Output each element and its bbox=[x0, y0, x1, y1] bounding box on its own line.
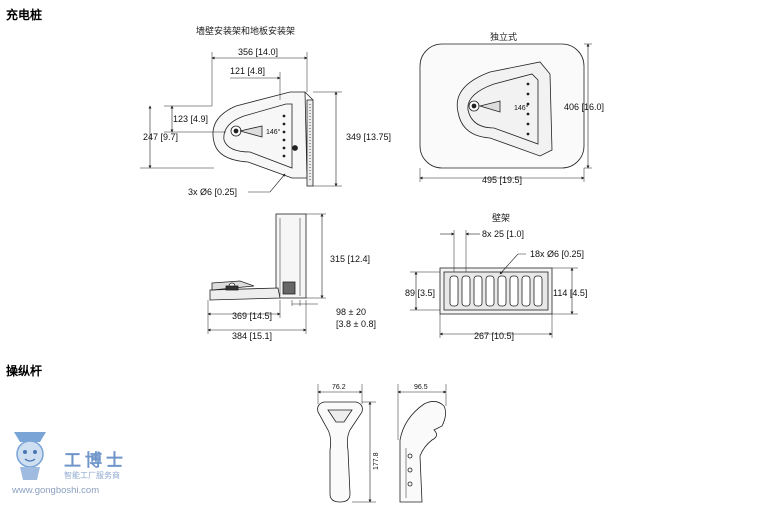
joystick-height-label: 177.8 bbox=[373, 452, 380, 470]
watermark-brand: 工博士 bbox=[64, 451, 127, 471]
angle-146-label-left: 146° bbox=[266, 128, 281, 136]
charger-standalone-drawing bbox=[419, 43, 592, 182]
dim-247-label: 247 [9.7] bbox=[143, 132, 178, 142]
dim-121-label: 121 [4.8] bbox=[230, 66, 265, 76]
dim-267-label: 267 [10.5] bbox=[474, 331, 514, 341]
dim-349-label: 349 [13.75] bbox=[346, 132, 391, 142]
dim-98-imperial-label: [3.8 ± 0.8] bbox=[336, 319, 376, 329]
dim-369-label: 369 [14.5] bbox=[232, 311, 272, 321]
section-title-charger: 充电桩 bbox=[6, 8, 43, 22]
watermark-mascot-logo bbox=[14, 432, 46, 480]
watermark-subtitle: 智能工厂服务商 bbox=[64, 471, 120, 480]
dim-89-label: 89 [3.5] bbox=[405, 288, 435, 298]
charger-wall-mount-drawing bbox=[140, 52, 342, 193]
holes-3x-label: 3x Ø6 [0.25] bbox=[188, 187, 237, 197]
dim-315-label: 315 [12.4] bbox=[330, 254, 370, 264]
dim-356-label: 356 [14.0] bbox=[238, 47, 278, 57]
dim-114-label: 114 [4.5] bbox=[553, 288, 587, 298]
joystick-front-drawing bbox=[317, 384, 376, 503]
joystick-side-drawing bbox=[397, 384, 447, 503]
caption-wall-floor-mount: 墙壁安装架和地板安装架 bbox=[196, 27, 296, 37]
caption-standalone: 独立式 bbox=[490, 33, 518, 43]
dim-98-label: 98 ± 20 bbox=[336, 307, 366, 317]
dim-495-label: 495 [19.5] bbox=[482, 175, 522, 185]
dim-406-label: 406 [16.0] bbox=[564, 102, 604, 112]
joystick-depth-label: 96.5 bbox=[414, 384, 428, 391]
charger-side-view-drawing bbox=[207, 213, 326, 334]
angle-146-label-right: 146° bbox=[514, 104, 529, 112]
watermark-url: www.gongboshi.com bbox=[12, 485, 100, 496]
wall-bracket-drawing bbox=[410, 230, 578, 338]
dim-123-label: 123 [4.9] bbox=[173, 114, 208, 124]
dim-384-label: 384 [15.1] bbox=[232, 331, 272, 341]
joystick-width-label: 76.2 bbox=[332, 384, 346, 391]
holes-18x-label: 18x Ø6 [0.25] bbox=[530, 249, 584, 259]
section-title-joystick: 操纵杆 bbox=[6, 364, 43, 378]
caption-wall-bracket: 壁架 bbox=[492, 214, 511, 224]
dim-8x25-label: 8x 25 [1.0] bbox=[482, 229, 524, 239]
